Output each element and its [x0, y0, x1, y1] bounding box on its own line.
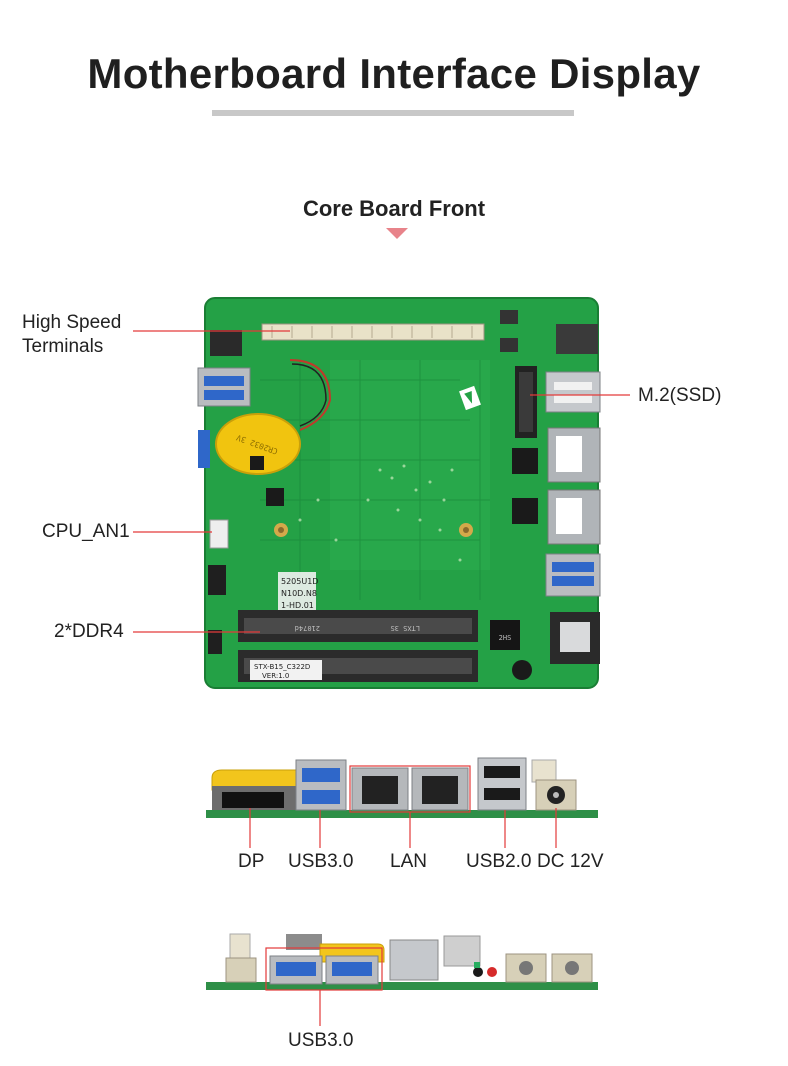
high-speed-connector — [261, 323, 485, 341]
dp-port — [222, 792, 284, 808]
label-line-2: Terminals — [22, 336, 104, 357]
rear-pointer-lines — [249, 808, 557, 848]
usb20-port-top — [484, 766, 520, 778]
side-io-panel — [206, 933, 598, 991]
svg-text:2HS: 2HS — [499, 634, 512, 642]
usb30-side-highlight-box — [265, 947, 383, 991]
label-high-speed-terminals: High Speed Terminals — [22, 311, 121, 359]
label-line-1: High Speed — [22, 312, 122, 333]
front-pointer-lines — [133, 330, 630, 633]
label-m2-ssd: M.2(SSD) — [638, 385, 722, 406]
page-title: Motherboard Interface Display — [87, 50, 701, 97]
cmos-battery — [215, 413, 301, 475]
silkscreen-model-b: N10D.N8 — [281, 589, 317, 598]
board-sticker: STX-B15_C322D — [254, 663, 310, 671]
ram-text-a: 21074d — [295, 624, 320, 632]
usb20-port-bottom — [484, 788, 520, 800]
motherboard-front: CR2032 3V 2HS 5205U1D — [197, 297, 601, 689]
board-version: VER:1.0 — [262, 672, 289, 680]
section-heading: Core Board Front — [302, 196, 486, 221]
usb30-port-bottom — [302, 790, 340, 804]
rear-io-panel — [206, 757, 598, 818]
silkscreen-model-c: 1-HD.01 — [281, 601, 314, 610]
label-usb20: USB2.0 — [466, 851, 532, 872]
ram-text-b: LTXS 3S — [390, 624, 420, 632]
label-lan: LAN — [390, 851, 427, 872]
usb30-port-top — [302, 768, 340, 782]
label-usb30-side: USB3.0 — [288, 1030, 354, 1051]
label-usb30-rear: USB3.0 — [288, 851, 354, 872]
down-arrow-icon — [386, 228, 408, 239]
label-ddr4: 2*DDR4 — [54, 621, 124, 642]
silkscreen-model-a: 5205U1D — [281, 577, 318, 586]
usb30-side-port-1 — [276, 962, 316, 976]
label-dc-12v: DC 12V — [537, 851, 604, 872]
usb30-side-port-2 — [332, 962, 372, 976]
label-dp: DP — [238, 851, 265, 872]
label-cpu-fan: CPU_AN1 — [42, 521, 130, 542]
title-underline — [212, 110, 574, 116]
